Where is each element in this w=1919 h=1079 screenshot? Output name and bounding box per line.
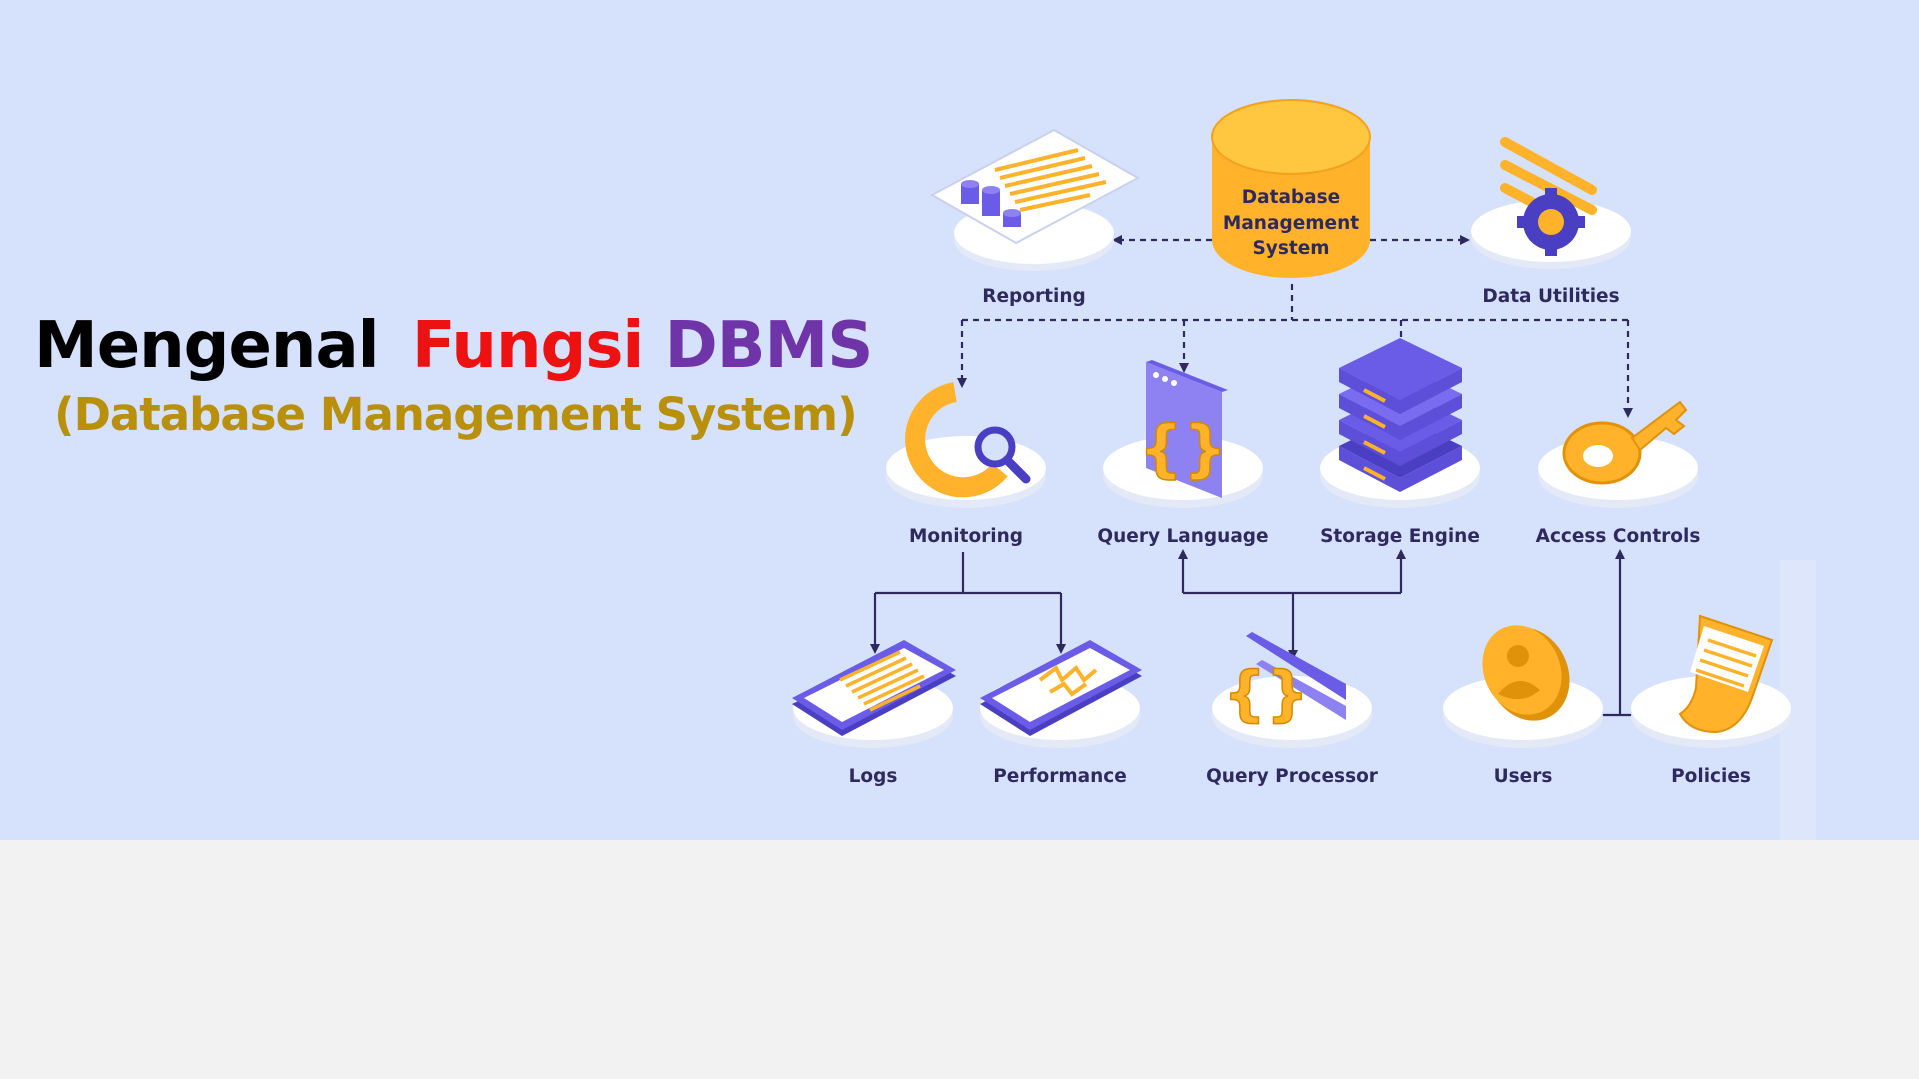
- server-stack-icon: [1339, 338, 1462, 492]
- node-query-processor: {} Query Processor: [1206, 632, 1379, 787]
- performance-tablet-icon: [980, 640, 1142, 736]
- monitoring-label: Monitoring: [909, 526, 1023, 547]
- headline-word-1: Mengenal: [34, 309, 380, 383]
- policies-label: Policies: [1671, 766, 1751, 787]
- connector-processor-up: [1181, 555, 1403, 650]
- node-data-utilities: Data Utilities: [1471, 137, 1631, 307]
- key-icon: [1562, 400, 1688, 485]
- svg-text:{}: {}: [1139, 412, 1227, 485]
- magnifier-ring-icon: [905, 382, 1031, 498]
- subtitle: (Database Management System): [54, 388, 858, 441]
- database-cylinder-icon: [1211, 99, 1371, 278]
- code-braces-icon: {}: [1138, 360, 1228, 498]
- reporting-label: Reporting: [982, 286, 1085, 307]
- node-query-language: {} Query Language: [1097, 360, 1269, 547]
- headline: Mengenal Fungsi DBMS: [34, 306, 874, 386]
- connector-core-tier2: [960, 284, 1630, 410]
- query-processor-label: Query Processor: [1206, 766, 1379, 787]
- node-access-controls: Access Controls: [1536, 400, 1701, 547]
- node-storage-engine: Storage Engine: [1320, 338, 1480, 547]
- connector-monitoring-children: [873, 552, 1063, 645]
- node-logs: Logs: [792, 640, 956, 787]
- gear-icon: [1500, 137, 1597, 256]
- node-users: Users: [1443, 625, 1603, 787]
- log-tablet-icon: [792, 640, 956, 736]
- core-label-line1: Database: [1242, 187, 1340, 208]
- node-performance: Performance: [980, 640, 1142, 787]
- users-label: Users: [1494, 766, 1553, 787]
- core-label-line2: Management: [1223, 213, 1359, 234]
- report-document-icon: [929, 128, 1141, 245]
- braces-processor-icon: {}: [1223, 632, 1346, 730]
- core-label-line3: System: [1252, 238, 1329, 259]
- policy-scroll-icon: [1678, 614, 1774, 734]
- headline-word-3: DBMS: [664, 309, 874, 383]
- performance-label: Performance: [993, 766, 1127, 787]
- user-coin-icon: [1482, 625, 1570, 721]
- node-reporting: Reporting: [929, 128, 1141, 307]
- query-language-label: Query Language: [1097, 526, 1268, 547]
- node-dbms-core: Database Management System: [1211, 99, 1371, 278]
- data-utilities-label: Data Utilities: [1482, 286, 1619, 307]
- node-policies: Policies: [1631, 614, 1791, 787]
- node-monitoring: Monitoring: [886, 382, 1046, 547]
- storage-engine-label: Storage Engine: [1320, 526, 1480, 547]
- svg-text:{}: {}: [1223, 659, 1308, 729]
- headline-word-2: Fungsi: [411, 309, 644, 383]
- logs-label: Logs: [849, 766, 898, 787]
- access-controls-label: Access Controls: [1536, 526, 1701, 547]
